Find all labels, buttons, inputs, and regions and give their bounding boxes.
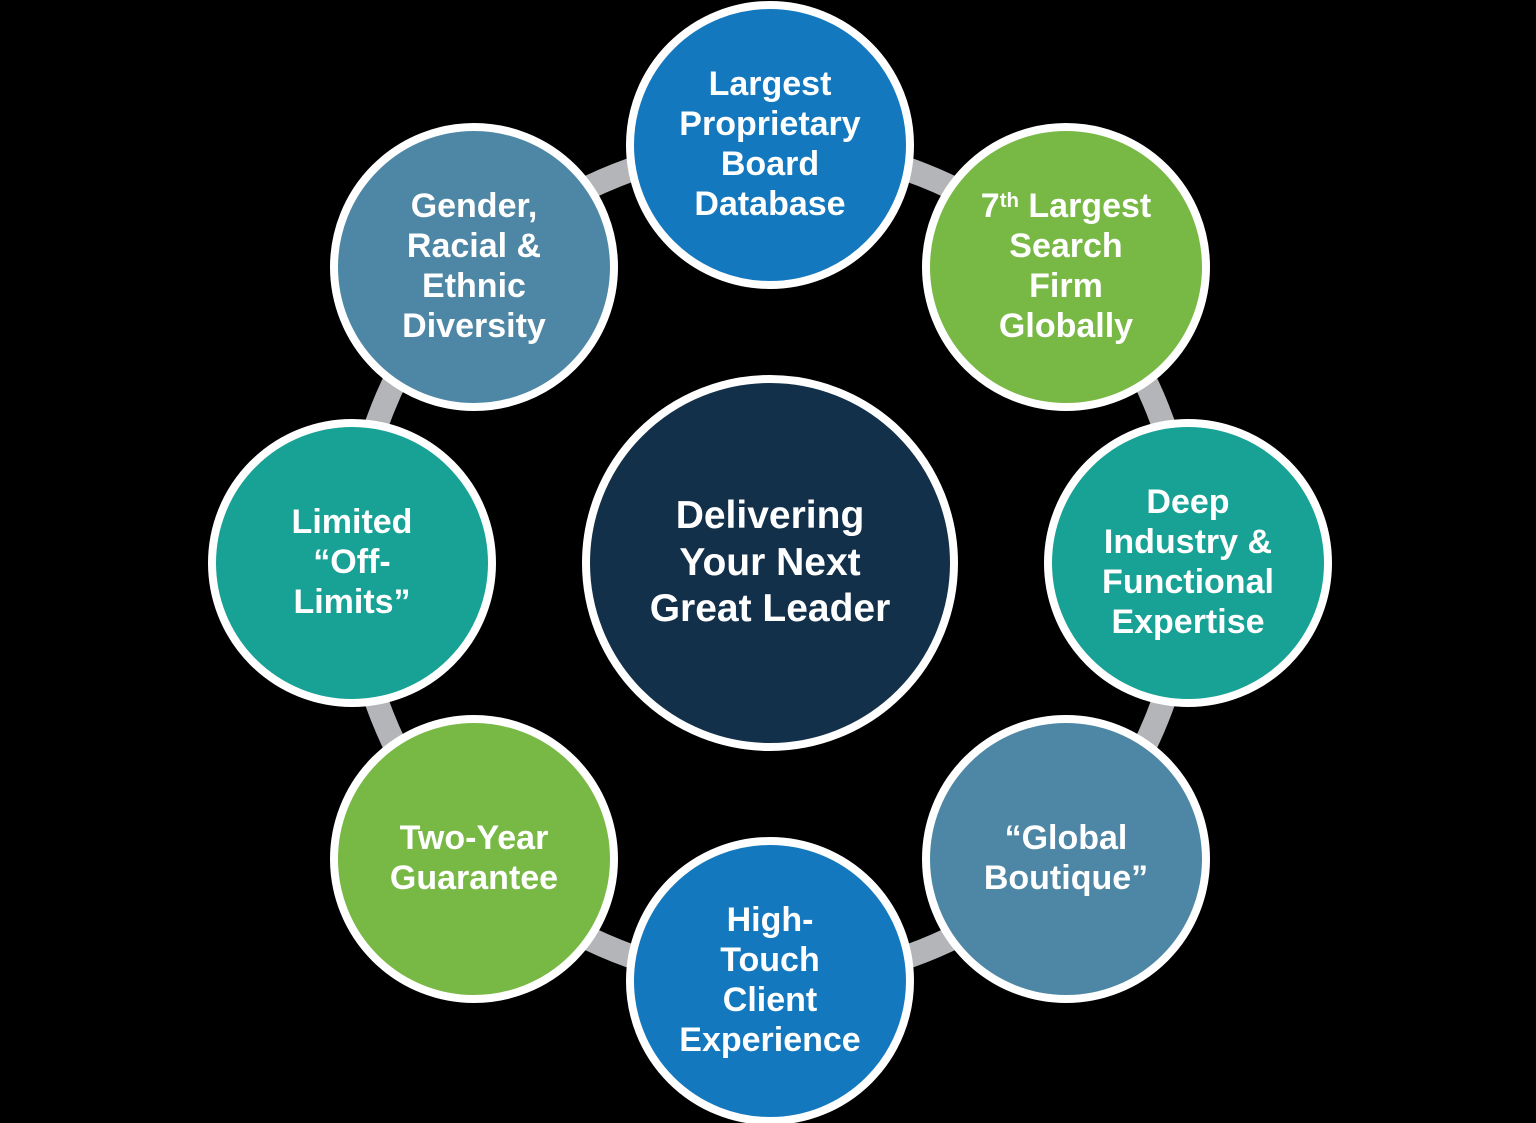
node-label-line: Touch [720,941,820,980]
node-label-line: Industry & [1103,523,1273,562]
node-label-line: “Global [1004,819,1128,858]
center-label: Delivering Your Next Great Leader [650,493,891,633]
node-label-line: High- [726,901,814,940]
node-label-line: Experience [679,1020,861,1059]
node-label-line: “Off- [313,543,391,582]
node-label-line: Racial & [406,227,542,266]
node-label-line: Deep [1146,483,1230,522]
node-label-line: Boutique” [983,859,1149,897]
node-label-line: 7th Largest [981,187,1151,227]
node-label-line: Search [1009,227,1123,266]
node-label-line: Two-Year [399,819,549,858]
node-label-line: Board [720,145,820,183]
node-label: Largest Proprietary Board Database [679,65,860,224]
node-label-line: Proprietary [679,105,861,144]
node-label-line: Diversity [402,306,546,345]
node-label-line: Database [694,184,846,223]
node-label: High- Touch Client Experience [679,901,860,1060]
node-limited-off-limits: Limited “Off- Limits” [208,419,496,707]
node-label: Gender, Racial & Ethnic Diversity [402,187,546,346]
node-label-text: Largest [1018,187,1152,226]
node-label-line: Firm [1029,267,1103,305]
node-label-line: Client [722,981,818,1019]
node-seventh-largest-search-firm-globally: 7th Largest Search Firm Globally [922,123,1210,411]
node-label: 7th Largest Search Firm Globally [981,187,1151,346]
center-label-line: Great Leader [649,587,891,631]
node-label-line: Functional [1102,563,1274,601]
ordinal-superscript: th [999,190,1019,213]
node-high-touch-client-experience: High- Touch Client Experience [626,837,914,1123]
center-label-line: Your Next [679,540,861,584]
node-label-line: Guarantee [389,859,559,897]
node-label-line: Limits” [293,582,411,621]
node-global-boutique: “Global Boutique” [922,715,1210,1003]
node-two-year-guarantee: Two-Year Guarantee [330,715,618,1003]
center-label-line: Delivering [675,493,865,537]
node-label-line: Expertise [1111,602,1265,641]
node-center-delivering-your-next-great-leader: Delivering Your Next Great Leader [582,375,958,751]
node-label-line: Ethnic [422,267,526,305]
node-label-line: Limited [291,503,413,542]
node-label: Deep Industry & Functional Expertise [1102,483,1274,642]
node-label-line: Globally [998,306,1134,345]
node-label: Two-Year Guarantee [390,819,558,899]
rank-number: 7 [980,187,1000,226]
node-label-line: Gender, [410,187,538,226]
node-label: Limited “Off- Limits” [292,503,413,622]
node-label: “Global Boutique” [984,819,1148,899]
node-deep-industry-functional-expertise: Deep Industry & Functional Expertise [1044,419,1332,707]
node-largest-proprietary-board-database: Largest Proprietary Board Database [626,1,914,289]
node-label-line: Largest [708,65,832,104]
node-gender-racial-ethnic-diversity: Gender, Racial & Ethnic Diversity [330,123,618,411]
